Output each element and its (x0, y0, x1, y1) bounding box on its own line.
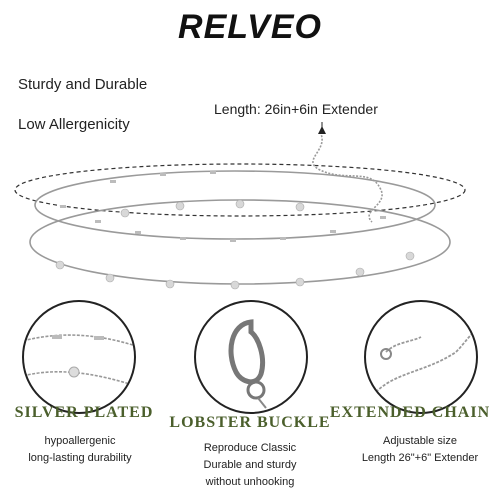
lobster-clasp-icon (228, 319, 266, 385)
desc-line: Reproduce Classic (203, 442, 297, 454)
desc-line: long-lasting durability (28, 452, 132, 464)
desc-extended-chain: Adjustable size Length 26"+6" Extender (340, 433, 500, 467)
detail-silver-plated (22, 300, 136, 414)
desc-line: Length 26"+6" Extender (361, 452, 479, 464)
brand-logo: RELVEO (178, 8, 322, 46)
desc-line: Durable and sturdy (203, 459, 297, 471)
heading-lobster-buckle: LOBSTER BUCKLE (169, 414, 331, 431)
desc-line: without unhooking (205, 476, 295, 488)
lower-chain-beads (55, 199, 415, 290)
feature-sturdy: Sturdy and Durable (18, 76, 148, 93)
detail-extended-chain (364, 300, 478, 414)
desc-line: hypoallergenic (44, 435, 116, 447)
heading-extended-chain: EXTENDED CHAIN (329, 404, 491, 421)
heading-silver-plated: SILVER PLATED (14, 404, 154, 421)
detail-lobster-buckle (194, 300, 308, 414)
upper-chain (34, 170, 436, 240)
measurement-dashed-line (14, 163, 466, 217)
desc-line: Adjustable size (383, 435, 457, 447)
desc-lobster-buckle: Reproduce Classic Durable and sturdy wit… (170, 440, 330, 491)
feature-allergenicity: Low Allergenicity (18, 116, 130, 133)
upper-chain-bars (60, 171, 386, 242)
necklace-illustration (14, 122, 466, 290)
length-note: Length: 26in+6in Extender (214, 101, 378, 117)
desc-silver-plated: hypoallergenic long-lasting durability (0, 433, 160, 467)
lower-chain (29, 199, 451, 285)
extender-chain (312, 131, 383, 223)
